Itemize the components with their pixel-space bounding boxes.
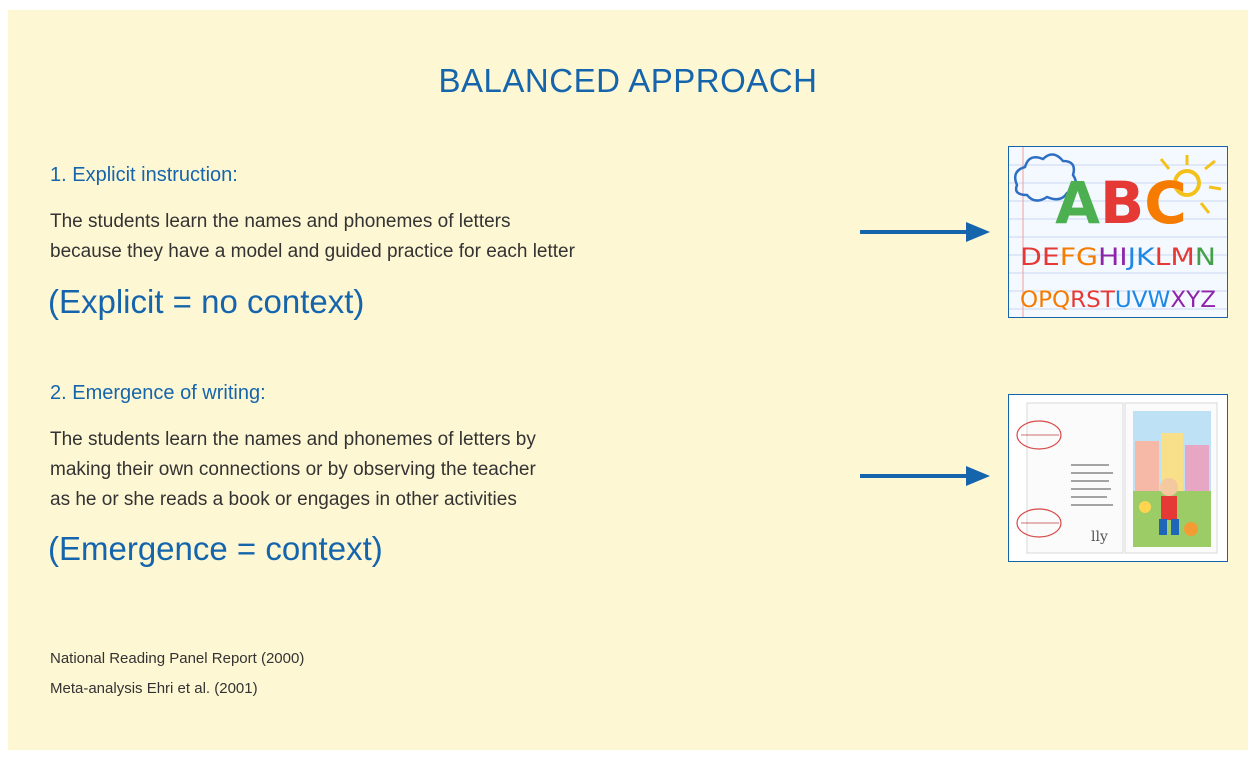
svg-text:lly: lly bbox=[1091, 529, 1108, 545]
slide bbox=[8, 10, 1248, 750]
section-2-body-line: as he or she reads a book or engages in … bbox=[50, 489, 517, 510]
storybook-illustration: lly bbox=[1008, 394, 1228, 562]
section-2-tagline: (Emergence = context) bbox=[48, 530, 383, 567]
section-1-body: The students learn the names and phoneme… bbox=[50, 207, 850, 267]
arrow-right-icon bbox=[860, 466, 990, 486]
section-1-body-line: because they have a model and guided pra… bbox=[50, 241, 575, 262]
section-1-tagline: (Explicit = no context) bbox=[48, 283, 365, 320]
alphabet-row-1: ABC bbox=[1055, 169, 1187, 237]
reference-item: National Reading Panel Report (2000) bbox=[50, 650, 305, 667]
references: National Reading Panel Report (2000) Met… bbox=[50, 644, 304, 704]
slide-title: BALANCED APPROACH bbox=[438, 62, 818, 99]
section-2-body: The students learn the names and phoneme… bbox=[50, 425, 850, 515]
section-1-heading: 1. Explicit instruction: bbox=[50, 164, 238, 186]
reference-item: Meta-analysis Ehri et al. (2001) bbox=[50, 680, 258, 697]
section-2-heading: 2. Emergence of writing: bbox=[50, 382, 266, 404]
section-2-body-line: The students learn the names and phoneme… bbox=[50, 429, 536, 450]
storybook-drawing: lly bbox=[1009, 395, 1227, 561]
section-1-body-line: The students learn the names and phoneme… bbox=[50, 211, 511, 232]
arrow-right-icon bbox=[860, 222, 990, 242]
section-2-body-line: making their own connections or by obser… bbox=[50, 459, 536, 480]
